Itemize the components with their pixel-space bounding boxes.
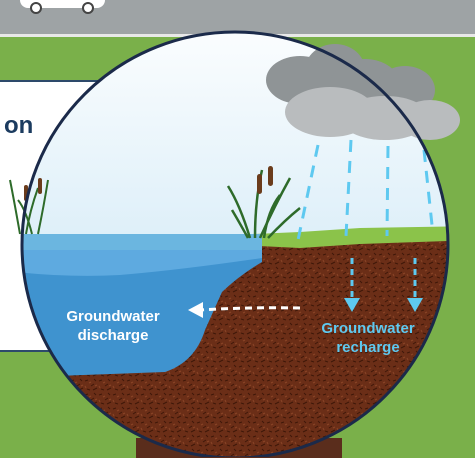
groundwater-body [22,250,262,378]
cattail [268,166,273,186]
groundwater-discharge-label: Groundwater discharge [66,308,160,344]
reeds-right [226,169,301,239]
arrow-head [344,298,360,312]
cattail [257,174,262,194]
groundwater-recharge-label: Groundwater recharge [321,320,415,356]
arrow-head [407,298,423,312]
recharge-arrows [350,258,417,302]
vehicle-wheel [82,2,94,14]
vehicle-wheel [30,2,42,14]
cattail [38,178,42,194]
rainfall [295,139,434,246]
rain-cloud [266,44,460,140]
arrow-head [188,302,203,318]
discharge-arrow [199,306,301,312]
magnifier-rim [20,30,450,457]
info-panel-title: on [4,112,34,139]
water-highlight [22,250,262,276]
vehicle [20,0,105,14]
